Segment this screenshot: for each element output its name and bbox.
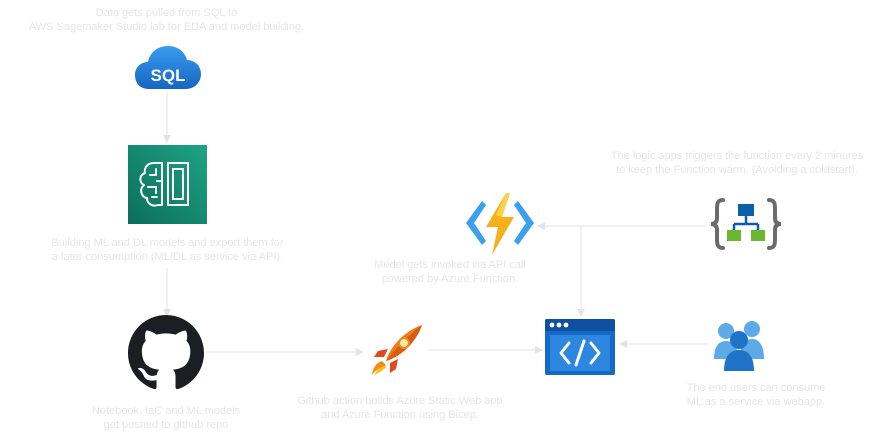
caption-ml-line-2: a later consumption (ML/DL as service vi… bbox=[51, 251, 284, 263]
sql-database-cloud-icon: SQL bbox=[135, 43, 201, 91]
caption-logicapp-line-1: The logic apps triggers the function eve… bbox=[610, 150, 864, 162]
caption-logicapp: The logic apps triggers the function eve… bbox=[596, 149, 878, 177]
caption-users: The end users can consume ML as a servic… bbox=[670, 381, 842, 409]
caption-sql: Data gets pulled from SQL to AWS Sagemak… bbox=[0, 6, 333, 34]
rocket-icon bbox=[370, 323, 424, 377]
caption-ml-line-1: Building ML and DL models and export the… bbox=[51, 237, 284, 249]
azure-function-icon bbox=[466, 193, 534, 255]
static-web-app-icon bbox=[545, 319, 615, 375]
logic-app-icon bbox=[710, 198, 782, 250]
caption-sql-line-2: AWS Sagemaker Studio lab for EDA and mod… bbox=[28, 21, 305, 33]
caption-ml: Building ML and DL models and export the… bbox=[0, 236, 335, 264]
github-icon bbox=[128, 315, 204, 391]
caption-logicapp-line-2: to keep the Function warm. (Avoiding a c… bbox=[616, 164, 858, 176]
caption-deploy: Github action builds Azure Static Web ap… bbox=[280, 394, 520, 422]
caption-deploy-line-2: and Azure Function using Bicep. bbox=[321, 409, 479, 421]
users-icon bbox=[714, 319, 764, 371]
caption-sql-line-1: Data gets pulled from SQL to bbox=[95, 7, 238, 19]
caption-github: Notebook, IaC and ML models get pushed t… bbox=[80, 404, 252, 432]
caption-function-line-2: powered by Azure Function. bbox=[381, 273, 519, 285]
sql-label: SQL bbox=[151, 66, 186, 85]
caption-users-line-1: The end users can consume bbox=[686, 382, 826, 394]
caption-function-line-1: Model gets invoked via API call bbox=[374, 259, 526, 271]
sagemaker-ml-icon bbox=[128, 145, 207, 224]
caption-users-line-2: ML as a service via webapp. bbox=[686, 396, 826, 408]
caption-github-line-2: get pushed to github repo bbox=[103, 419, 229, 431]
caption-deploy-line-1: Github action builds Azure Static Web ap… bbox=[297, 395, 503, 407]
caption-github-line-1: Notebook, IaC and ML models bbox=[91, 405, 241, 417]
caption-function: Model gets invoked via API call powered … bbox=[355, 258, 545, 286]
